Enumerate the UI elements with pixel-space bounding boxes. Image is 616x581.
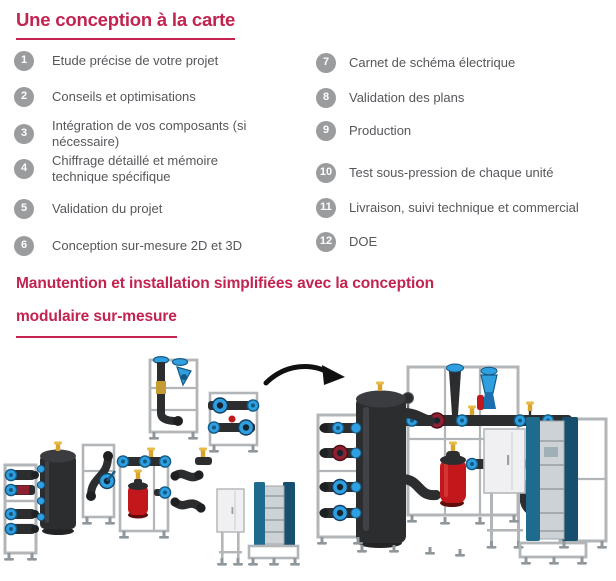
- step-item-7: 7 Carnet de schéma électrique: [316, 53, 515, 73]
- title-line-2: modulaire sur-mesure: [16, 300, 177, 338]
- step-number-badge: 10: [316, 163, 336, 183]
- tall-valve-module: [148, 356, 199, 440]
- step-item-12: 12 DOE: [316, 232, 377, 252]
- pipe-fitting: [195, 447, 212, 465]
- steps-list: 1 Etude précise de votre projet 2 Consei…: [0, 0, 616, 266]
- step-number-badge: 2: [14, 87, 34, 107]
- section-title-manutention: Manutention et installation simplifiées …: [16, 267, 434, 338]
- step-number-badge: 4: [14, 158, 34, 179]
- step-number-badge: 7: [316, 53, 336, 73]
- step-label: Production: [349, 123, 412, 139]
- buffer-tank: [36, 441, 76, 535]
- step-label: Validation du projet: [52, 201, 163, 217]
- step-item-2: 2 Conseils et optimisations: [14, 87, 196, 107]
- rack-pump-pipes: [319, 421, 358, 522]
- twin-pump-module: [207, 391, 260, 453]
- step-label: Intégration de vos composants (si nécess…: [52, 118, 247, 149]
- step-item-3: 3 Intégration de vos composants (si néce…: [14, 118, 277, 149]
- step-item-11: 11 Livraison, suivi technique et commerc…: [316, 198, 579, 218]
- assembled-dirt-separator: [440, 441, 466, 507]
- step-item-4: 4 Chiffrage détaillé et mémoire techniqu…: [14, 153, 277, 184]
- electrical-cabinet: [216, 488, 245, 566]
- transformation-arrow: [263, 364, 345, 386]
- exploded-to-assembled-skid-illustration: [3, 356, 608, 566]
- step-label: DOE: [349, 234, 378, 250]
- pipe-elbow: [170, 497, 206, 513]
- step-item-1: 1 Etude précise de votre projet: [14, 51, 218, 71]
- step-item-6: 6 Conception sur-mesure 2D et 3D: [14, 236, 242, 256]
- step-number-badge: 11: [316, 198, 336, 218]
- step-label: Livraison, suivi technique et commercial: [349, 200, 579, 216]
- top-valve-assembly: [402, 363, 498, 415]
- step-label: Etude précise de votre projet: [52, 53, 219, 69]
- tank-to-separator-pipe: [397, 474, 441, 501]
- valve-frame-module: [81, 443, 116, 525]
- assembled-plate-heat-exchanger: [518, 401, 588, 565]
- step-number-badge: 6: [14, 236, 34, 256]
- step-item-5: 5 Validation du projet: [14, 199, 162, 219]
- step-label: Test sous-pression de chaque unité: [349, 165, 554, 181]
- title-line-1: Manutention et installation simplifiées …: [16, 275, 434, 292]
- plate-heat-exchanger: [247, 482, 300, 566]
- step-item-10: 10 Test sous-pression de chaque unité: [316, 163, 554, 183]
- assembled-modular-unit: [316, 363, 608, 565]
- step-label: Validation des plans: [349, 90, 465, 106]
- step-label: Carnet de schéma électrique: [349, 55, 516, 71]
- assembled-buffer-tank: [350, 381, 435, 548]
- step-label: Conception sur-mesure 2D et 3D: [52, 238, 243, 254]
- pipe-rack-module: [3, 463, 39, 561]
- pipe-elbow: [170, 469, 204, 482]
- step-number-badge: 8: [316, 88, 336, 108]
- step-label: Chiffrage détaillé et mémoire technique …: [52, 153, 218, 184]
- step-number-badge: 9: [316, 121, 336, 141]
- step-number-badge: 3: [14, 123, 34, 144]
- step-number-badge: 1: [14, 51, 34, 71]
- step-label: Conseils et optimisations: [52, 89, 196, 105]
- step-number-badge: 12: [316, 232, 336, 252]
- step-number-badge: 5: [14, 199, 34, 219]
- step-item-8: 8 Validation des plans: [316, 88, 464, 108]
- pump-module-with-dirt-separator: [116, 447, 172, 539]
- section-title-conception: Une conception à la carte: [16, 9, 235, 40]
- assembled-electrical-cabinet: [483, 428, 526, 549]
- step-item-9: 9 Production: [316, 121, 411, 141]
